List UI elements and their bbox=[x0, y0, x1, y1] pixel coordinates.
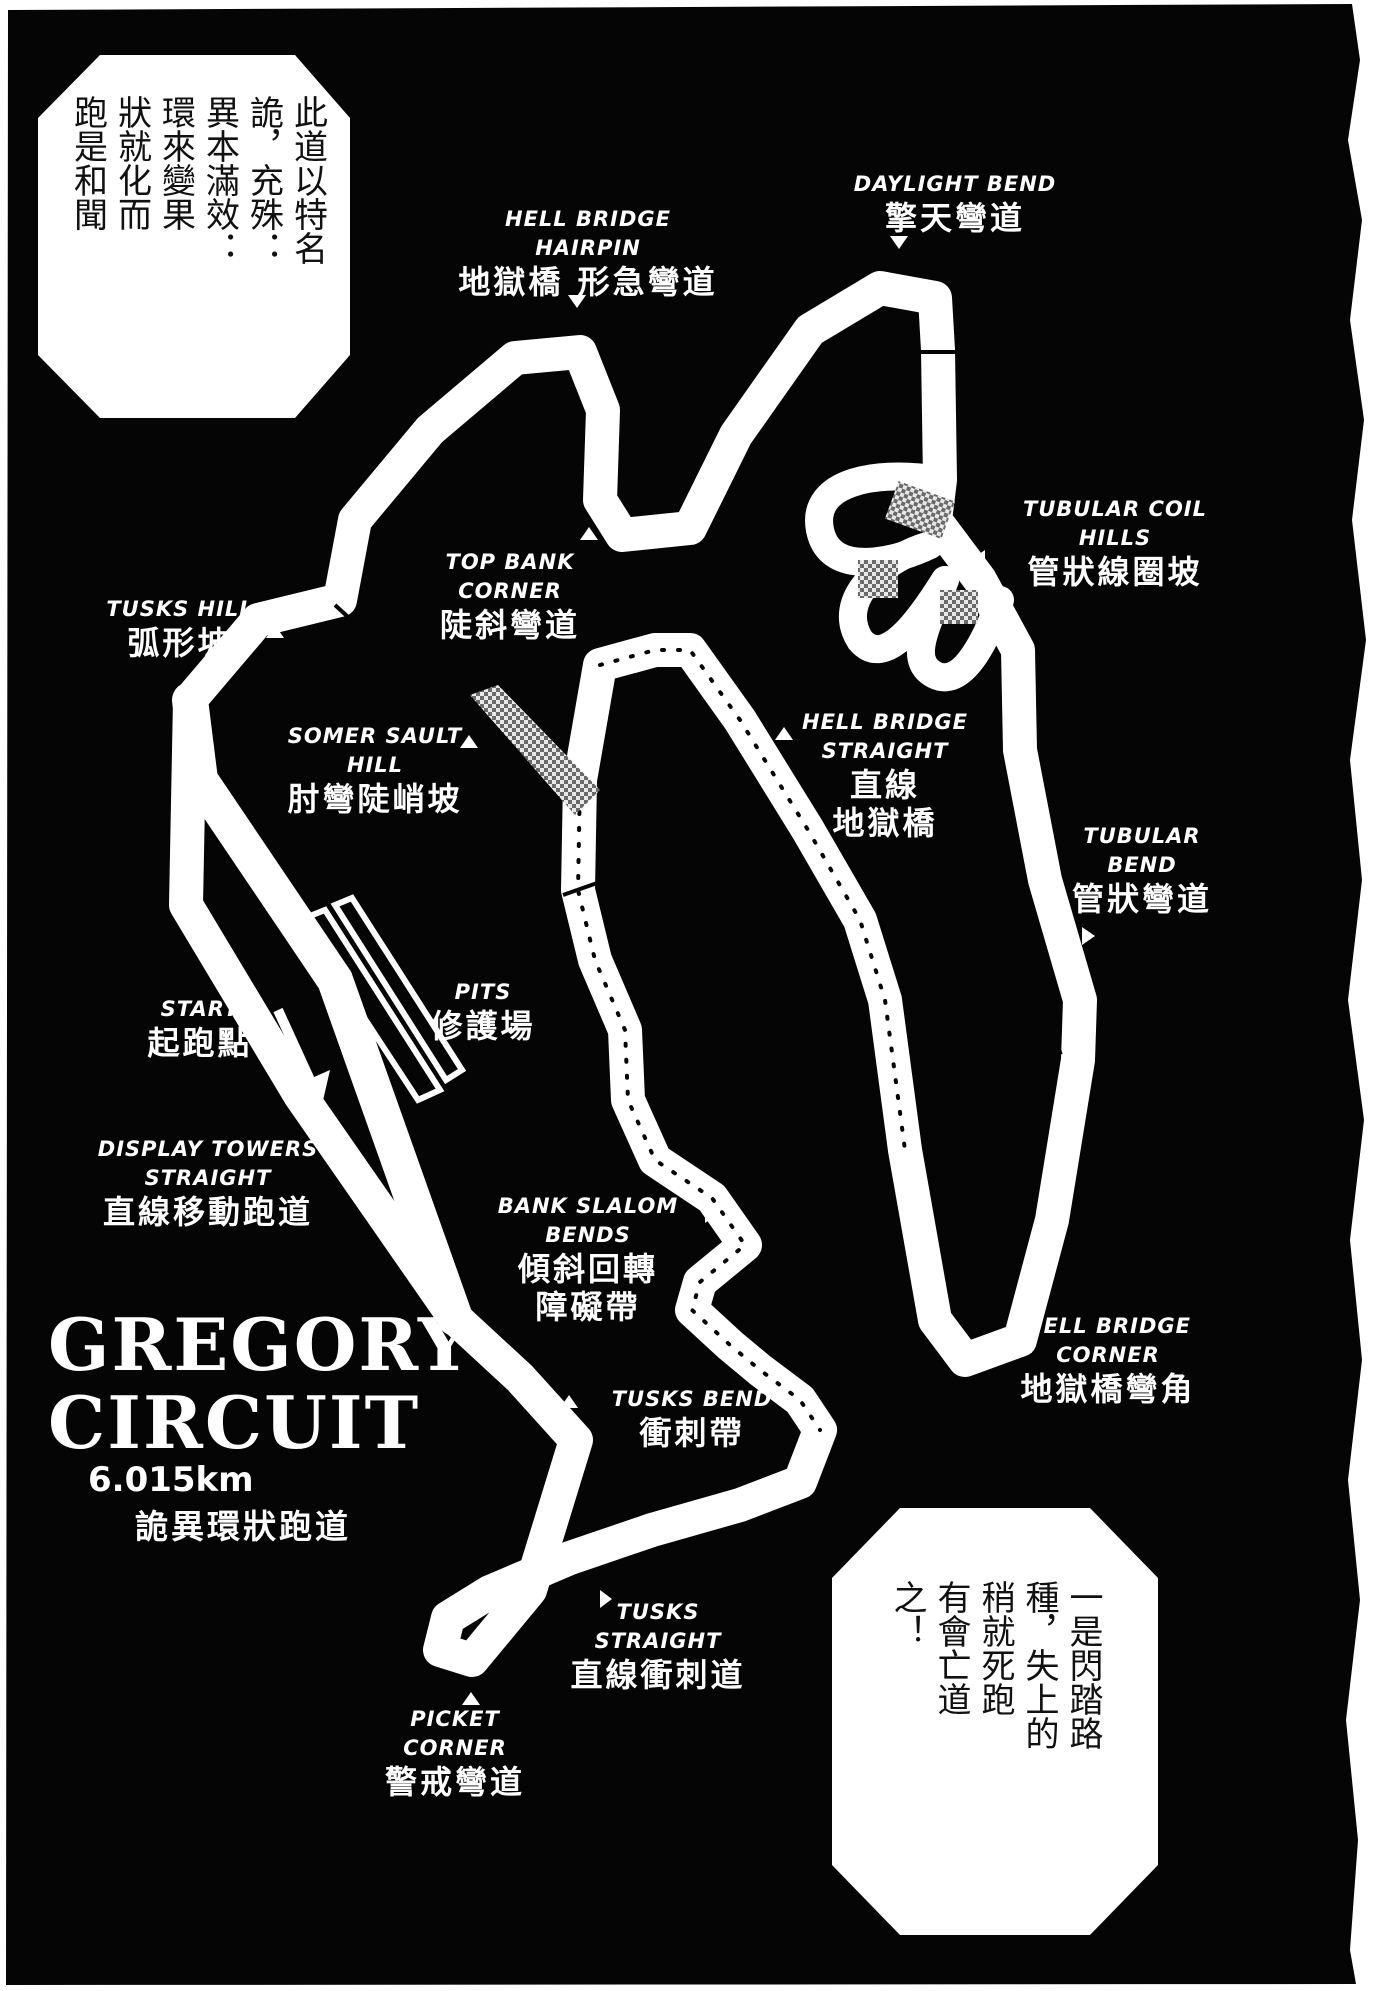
label-markers bbox=[266, 236, 1095, 1705]
speech-bottom-col-4: 有會亡道 bbox=[931, 1580, 971, 1716]
label-tubular-bend: TUBULAR BEND 管狀彎道 bbox=[1071, 824, 1213, 918]
speech-top-col-1: 此道以特名 bbox=[287, 95, 328, 265]
speech-bottom-col-2: 種，失上的 bbox=[1019, 1580, 1059, 1750]
pit-lane bbox=[295, 894, 467, 1104]
label-hell-bridge-hairpin: HELL BRIDGE HAIRPIN 地獄橋 形急彎道 bbox=[458, 207, 718, 301]
speech-top-col-2: 詭，充殊： bbox=[243, 95, 284, 265]
label-daylight-bend: DAYLIGHT BEND 擎天彎道 bbox=[853, 172, 1057, 237]
label-start: START 起跑點 bbox=[147, 997, 253, 1062]
speech-bottom-col-5: 之！ bbox=[887, 1580, 927, 1648]
label-bank-slalom-bends: BANK SLALOM BENDS 傾斜回轉 障礙帶 bbox=[497, 1194, 679, 1326]
speech-top-col-4: 環來變果 bbox=[155, 95, 196, 231]
label-hell-bridge-straight: HELL BRIDGE STRAIGHT 直線 地獄橋 bbox=[802, 710, 968, 842]
label-top-bank-corner: TOP BANK CORNER 陡斜彎道 bbox=[439, 550, 581, 644]
speech-top-col-6: 跑是和聞 bbox=[67, 95, 108, 231]
title-line-2: CIRCUIT bbox=[48, 1380, 421, 1465]
start-arrow bbox=[273, 1007, 315, 1083]
speech-top-col-3: 異本滿效： bbox=[199, 95, 240, 265]
speech-top-col-5: 狀就化而 bbox=[111, 95, 152, 231]
coil-chequer-2 bbox=[858, 560, 898, 598]
label-tubular-coil-hills: TUBULAR COIL HILLS 管狀線圈坡 bbox=[1022, 497, 1208, 591]
label-pits: PITS 修護場 bbox=[430, 980, 536, 1045]
speech-bottom-col-1: 一是閃踏路 bbox=[1063, 1580, 1103, 1750]
label-tusks-straight: TUSKS STRAIGHT 直線衝刺道 bbox=[570, 1600, 746, 1694]
coil-chequer-1 bbox=[884, 480, 956, 540]
label-hell-bridge-corner: HELL BRIDGE CORNER 地獄橋彎角 bbox=[1020, 1314, 1196, 1408]
track-separators bbox=[333, 350, 1063, 1064]
circuit-title: GREGORY CIRCUIT bbox=[48, 1306, 471, 1462]
speech-text-bottom: 一是閃踏路 種，失上的 稍就死跑 有會亡道 之！ bbox=[860, 1580, 1130, 1880]
track-dots bbox=[575, 778, 822, 1432]
start-arrow-head bbox=[296, 1070, 330, 1105]
label-picket-corner: PICKET CORNER 警戒彎道 bbox=[384, 1707, 526, 1801]
label-tusks-bend: TUSKS BEND 衝刺帶 bbox=[611, 1387, 773, 1452]
circuit-subtitle: 詭異環狀跑道 bbox=[135, 1507, 351, 1546]
speech-bubble-bottom bbox=[832, 1508, 1158, 1935]
speech-text-top: 此道以特名 詭，充殊： 異本滿效： 環來變果 狀就化而 跑是和聞 bbox=[67, 95, 328, 405]
label-tusks-hill: TUSKS HILL 弧形坡 bbox=[106, 597, 254, 662]
label-somer-sault-hill: SOMER SAULT HILL 肘彎陡峭坡 bbox=[287, 724, 463, 818]
circuit-distance: 6.015km bbox=[88, 1460, 254, 1500]
speech-bubble-top bbox=[38, 55, 350, 418]
coil-chequer-3 bbox=[940, 590, 978, 624]
label-display-towers-straight: DISPLAY TOWERS STRAIGHT 直線移動跑道 bbox=[97, 1137, 319, 1231]
somersault-chequer bbox=[470, 685, 600, 815]
track-dots-2 bbox=[598, 648, 907, 1152]
black-panel bbox=[6, 4, 1366, 1985]
display-towers-road bbox=[172, 682, 473, 1336]
speech-bottom-col-3: 稍就死跑 bbox=[975, 1580, 1015, 1716]
title-line-1: GREGORY bbox=[48, 1302, 472, 1387]
